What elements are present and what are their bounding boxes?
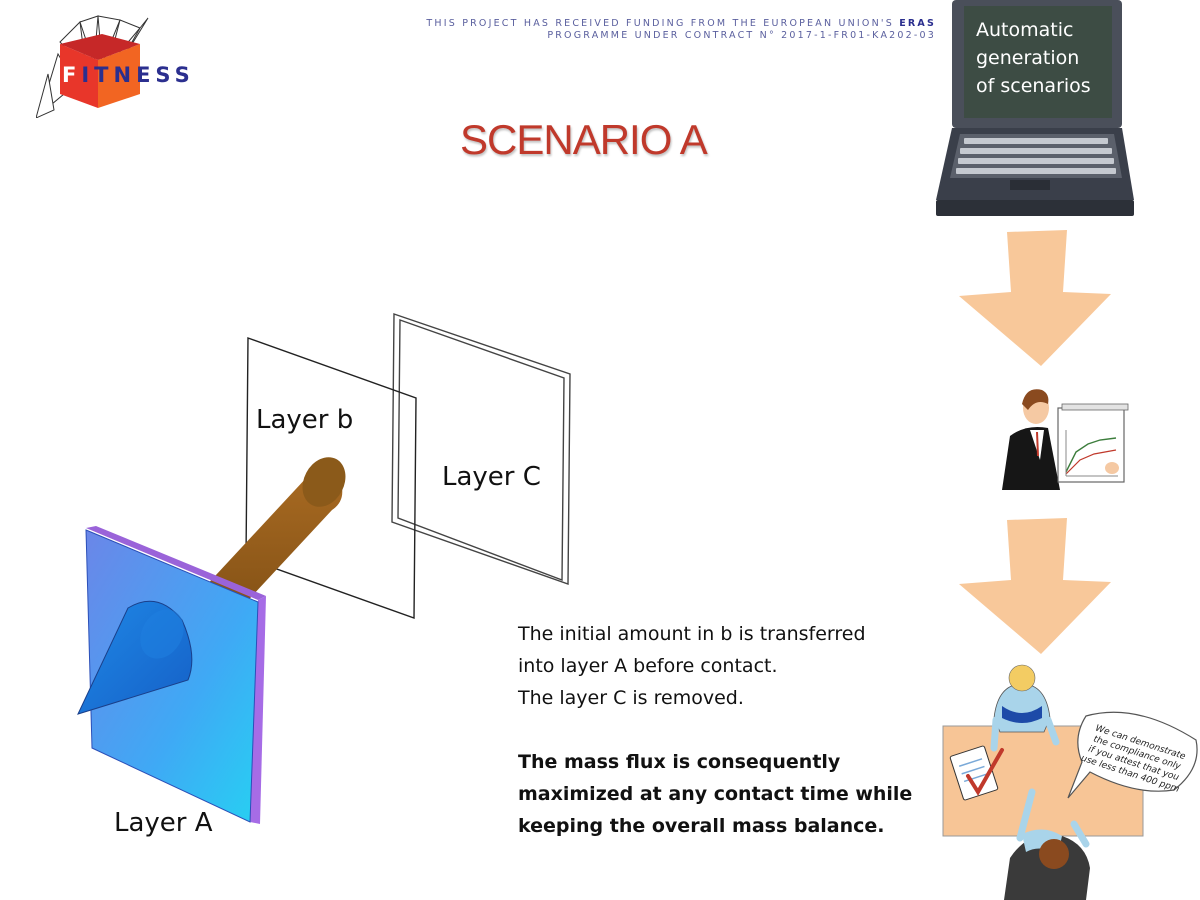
description-line: into layer A before contact. [518,655,778,677]
slide-title: SCENARIO A [460,116,708,163]
description-line: The layer C is removed. [518,687,744,709]
laptop-illustration [936,0,1134,216]
funding-line-1-text: THIS PROJECT HAS RECEIVED FUNDING FROM T… [426,18,900,29]
screen-line: generation [976,47,1080,69]
layer-b-label: Layer b [256,405,354,435]
funding-line-1: THIS PROJECT HAS RECEIVED FUNDING FROM T… [426,18,936,30]
logo-wordmark: FITNESS [62,63,195,87]
funding-statement: THIS PROJECT HAS RECEIVED FUNDING FROM T… [426,18,936,42]
description-text: The initial amount in b is transferred i… [518,618,938,842]
laptop-screen-text: Automatic generation of scenarios [976,16,1106,100]
conclusion-line: maximized at any contact time while [518,783,913,805]
screen-line: of scenarios [976,75,1091,97]
meeting-table-illustration [942,664,1198,900]
paragraph-gap [518,714,938,746]
funding-line-1-bold: ERAS [899,18,936,29]
conclusion-line: The mass flux is consequently [518,751,841,773]
down-arrow-icon [959,518,1111,654]
presenter-with-chart-illustration [1002,389,1129,490]
layer-b-frame [245,337,417,619]
funding-line-2: PROGRAMME UNDER CONTRACT N° 2017-1-FR01-… [547,30,936,41]
layer-c-label: Layer C [442,462,541,492]
logo-letter-f: F [62,63,82,87]
layer-a-side [250,596,266,824]
layer-a-label: Layer A [114,808,213,838]
fitness-logo [36,15,149,118]
layer-c-frame [391,313,571,585]
logo-letters: ITNESS [81,63,195,87]
layer-a-top [86,526,266,600]
down-arrow-icon [959,230,1111,366]
screen-line: Automatic [976,19,1074,41]
layer-diagram [77,313,571,824]
description-line: The initial amount in b is transferred [518,623,866,645]
conclusion-line: keeping the overall mass balance. [518,815,885,837]
